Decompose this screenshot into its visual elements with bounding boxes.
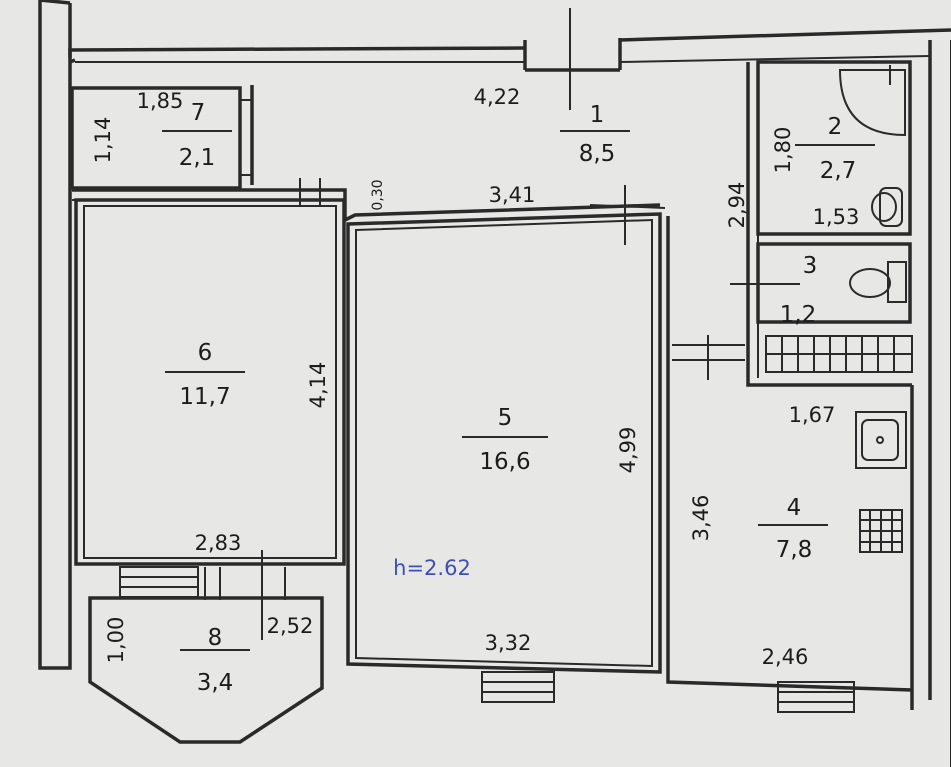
dim-2-83: 2,83	[195, 531, 242, 555]
outer-walls	[38, 0, 951, 767]
room-8-number: 8	[208, 625, 223, 651]
dim-1-00: 1,00	[104, 617, 128, 664]
dimension-labels: 4,22 1,85 1,14 0,30 3,41 1,80 2,94 1,53 …	[91, 85, 859, 669]
stove-icon	[859, 509, 903, 553]
room-8-area: 3,4	[197, 670, 234, 696]
toilet-tank-icon	[879, 187, 903, 227]
room-5-walls	[346, 212, 662, 674]
room-4-area: 7,8	[776, 537, 813, 563]
ceiling-height-label: h=2.62	[393, 556, 471, 580]
dim-2-94: 2,94	[725, 182, 749, 229]
room-2-walls	[756, 60, 912, 236]
toilet-icon	[887, 261, 907, 303]
fraction-bars	[162, 130, 875, 651]
dim-4-99: 4,99	[616, 427, 640, 474]
room-2-number: 2	[828, 114, 843, 140]
room-8-walls	[88, 550, 324, 744]
room-3-area: 1,2	[780, 302, 817, 328]
dim-4-22: 4,22	[474, 85, 521, 109]
sink-icon	[855, 411, 907, 469]
room-7-number: 7	[191, 100, 206, 126]
dim-2-46: 2,46	[762, 645, 809, 669]
corridor-walls	[72, 8, 666, 245]
room-1-number: 1	[590, 102, 605, 128]
room-6-number: 6	[198, 340, 213, 366]
room-7-area: 2,1	[179, 145, 216, 171]
room-5-area: 16,6	[479, 449, 530, 475]
room-6-walls	[74, 198, 346, 566]
dim-4-14: 4,14	[306, 362, 330, 409]
room-1-area: 8,5	[579, 141, 616, 167]
balcony-door-window	[119, 566, 199, 598]
room-6-area: 11,7	[179, 384, 230, 410]
radiator-icon	[765, 335, 913, 373]
room-2-area: 2,7	[820, 158, 857, 184]
dim-3-41: 3,41	[489, 183, 536, 207]
dim-1-67: 1,67	[789, 403, 836, 427]
shower-icon	[838, 69, 906, 137]
room-3-walls	[730, 242, 912, 324]
dim-3-32: 3,32	[485, 631, 532, 655]
room-3-number: 3	[803, 253, 818, 279]
window-room-5	[481, 671, 555, 703]
window-room-4	[777, 681, 855, 713]
dim-2-52: 2,52	[267, 614, 314, 638]
dim-1-80: 1,80	[771, 127, 795, 174]
dim-3-46: 3,46	[689, 495, 713, 542]
dim-1-53: 1,53	[813, 205, 860, 229]
room-labels: 1 8,5 2 2,7 3 1,2 4 7,8 5 16,6 6 11,7 7 …	[179, 100, 857, 696]
room-4-number: 4	[787, 495, 802, 521]
dim-1-85: 1,85	[137, 89, 184, 113]
dim-0-30: 0,30	[370, 179, 386, 210]
room-5-number: 5	[498, 405, 513, 431]
windows	[481, 671, 855, 713]
room-7-walls	[70, 85, 254, 190]
dim-1-14: 1,14	[91, 117, 115, 164]
